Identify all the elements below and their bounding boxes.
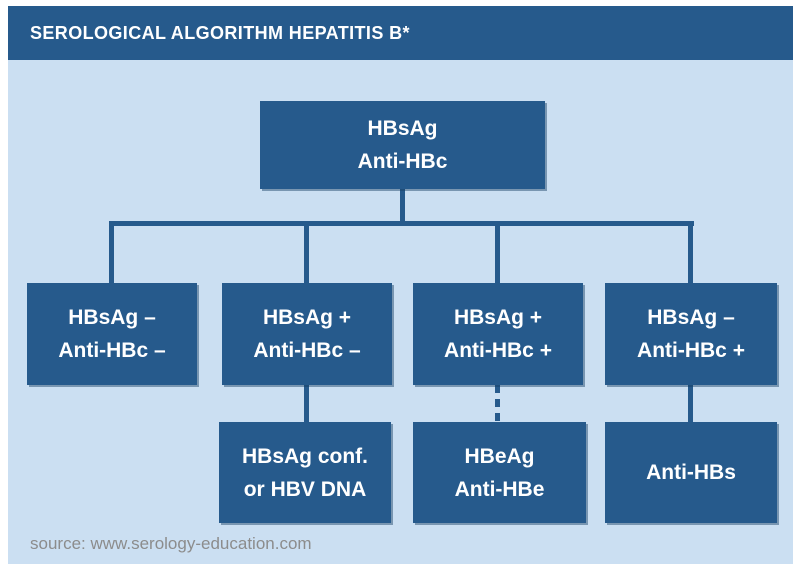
source-credit: source: www.serology-education.com	[30, 534, 312, 553]
node-hbsag-conf-hbv-dna: HBsAg conf. or HBV DNA	[219, 422, 391, 523]
node-line: HBeAg	[464, 444, 535, 468]
node-line: Anti-HBc +	[444, 339, 552, 362]
node-line: HBsAg conf.	[242, 444, 368, 468]
node-line: Anti-HBs	[646, 461, 736, 484]
node-anti-hbs: Anti-HBs	[605, 422, 777, 523]
node-line: Anti-HBc +	[637, 339, 745, 362]
page-title: SEROLOGICAL ALGORITHM HEPATITIS B*	[30, 22, 410, 43]
node-line: or HBV DNA	[243, 477, 367, 501]
connector-root-stem	[400, 189, 405, 223]
node-root-hbsag-antihbc: HBsAg Anti-HBc	[260, 101, 545, 189]
node-line: Anti-HBc	[357, 150, 448, 173]
node-hbsag-pos-antihbc-pos: HBsAg + Anti-HBc +	[413, 283, 583, 385]
node-line: HBsAg –	[647, 306, 735, 329]
node-line: Anti-HBc –	[253, 339, 361, 362]
node-line: HBsAg –	[68, 306, 156, 329]
node-line: Anti-HBe	[454, 477, 545, 501]
connector-horizontal-bar	[109, 221, 694, 226]
connector-box4-to-antihbs	[688, 385, 693, 422]
node-hbsag-pos-antihbc-neg: HBsAg + Anti-HBc –	[222, 283, 392, 385]
connector-drop-box4	[688, 221, 693, 283]
node-line: HBsAg	[367, 117, 438, 140]
node-hbsag-neg-antihbc-neg: HBsAg – Anti-HBc –	[27, 283, 197, 385]
connector-drop-box2	[304, 221, 309, 283]
connector-drop-box3	[495, 221, 500, 283]
node-line: HBsAg +	[262, 306, 352, 329]
connector-box2-to-conf	[304, 385, 309, 422]
node-hbeag-antihbe: HBeAg Anti-HBe	[413, 422, 586, 523]
node-line: HBsAg +	[453, 306, 543, 329]
header-bar: SEROLOGICAL ALGORITHM HEPATITIS B*	[8, 6, 793, 60]
node-hbsag-neg-antihbc-pos: HBsAg – Anti-HBc +	[605, 283, 777, 385]
node-line: Anti-HBc –	[58, 339, 166, 362]
connector-drop-box1	[109, 221, 114, 283]
connector-box3-to-hbeag-dashed	[495, 385, 500, 422]
